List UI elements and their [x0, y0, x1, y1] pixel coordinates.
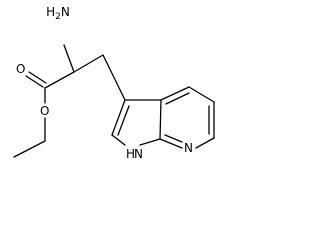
bond-c2-n1 — [111, 134, 126, 146]
bond-n7-c7a-inner — [164, 134, 183, 143]
bond-c4-c5 — [188, 86, 215, 103]
bond-c3a-c4-inner — [165, 92, 190, 105]
bond-ch-ch2 — [73, 54, 104, 73]
bond-co-double-b — [28, 71, 47, 84]
ester-oxygen-label: O — [40, 104, 49, 118]
bond-ch-nh2 — [63, 44, 75, 73]
bond-n1-c7a — [139, 138, 161, 146]
bond-c3-c2 — [111, 99, 126, 136]
bond-co-double-a — [25, 75, 44, 88]
bond-c3a-c4 — [160, 86, 190, 101]
structure-diagram: H2N O O H N N — [13, 5, 215, 161]
carbonyl-oxygen-label: O — [16, 62, 25, 76]
amine-label: H2N — [46, 5, 70, 22]
bond-carbonyl-ch — [44, 71, 75, 89]
pyridine-n-label: N — [184, 141, 193, 155]
bond-c6-n7 — [195, 137, 215, 149]
bond-n7-c7a — [159, 138, 183, 149]
bond-c3-c2-inner — [117, 105, 130, 136]
bond-ch2-indole — [102, 54, 126, 101]
pyrrole-h-label: H — [126, 147, 135, 161]
pyrrole-nh-n-label: N — [134, 147, 143, 161]
bond-ch2-ethyl — [13, 140, 46, 158]
bond-c7a-c3a — [159, 99, 162, 140]
